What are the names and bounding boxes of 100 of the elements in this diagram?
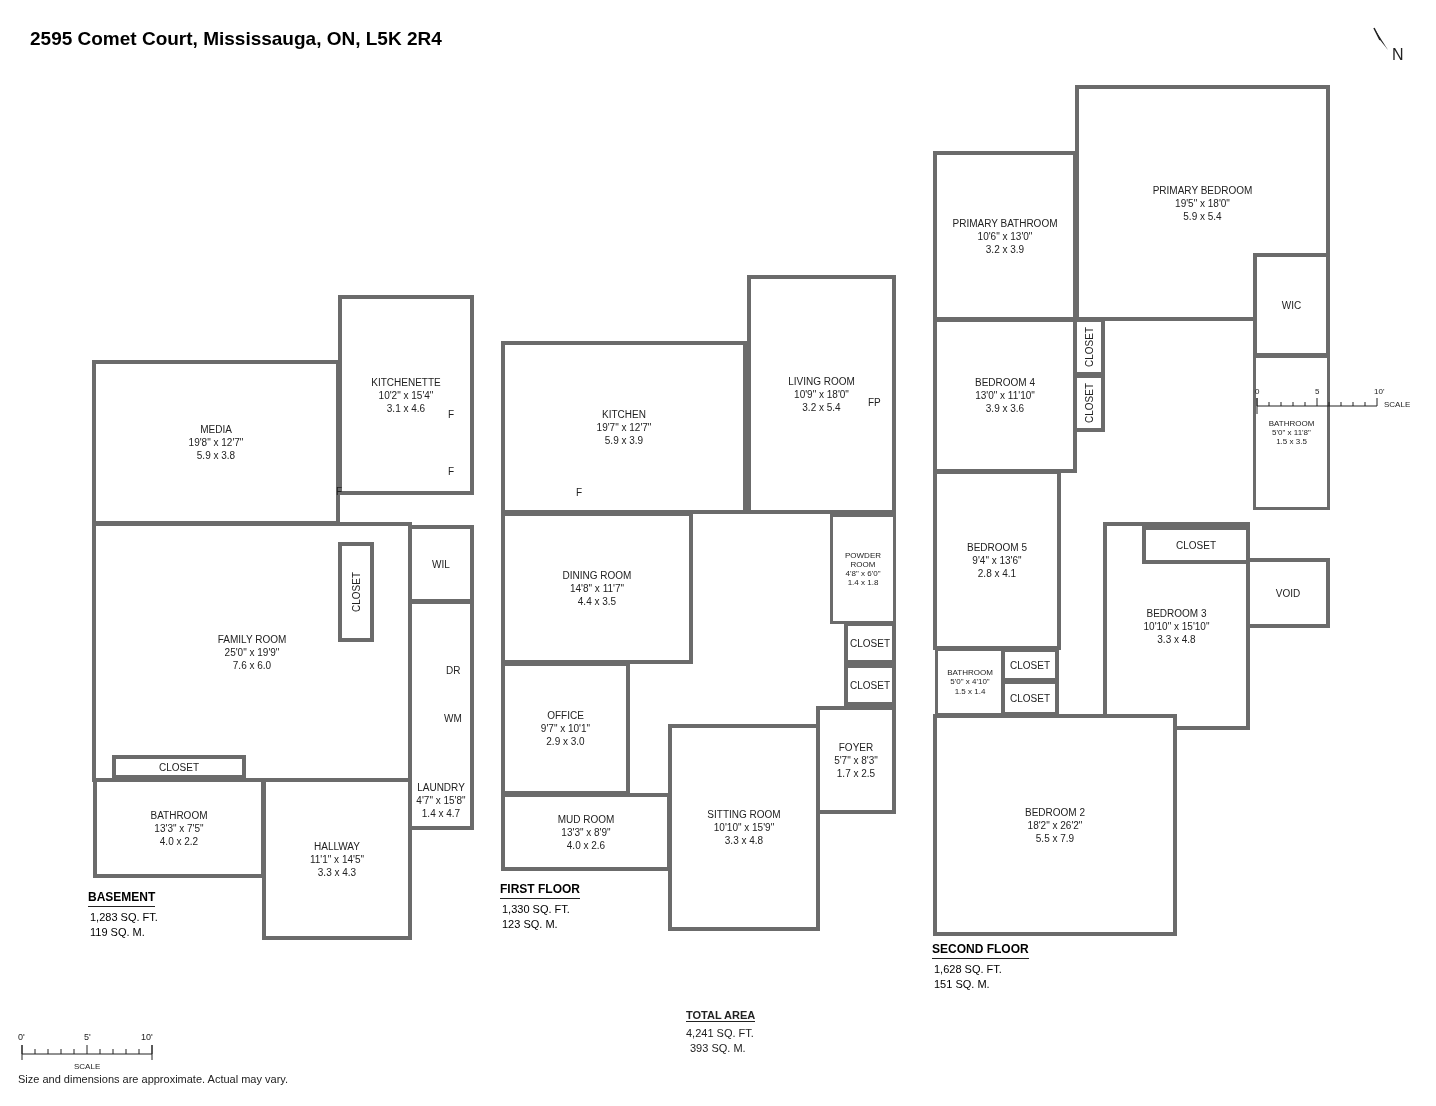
metric-dimensions: 3.2 x 5.4 — [802, 401, 841, 414]
room-name: WIC — [1281, 298, 1302, 312]
room — [112, 755, 246, 779]
room-name: CLOSET — [1176, 538, 1216, 552]
imperial-dimensions: 9'4" x 13'6" — [972, 553, 1022, 567]
room-name: LIVING ROOM — [788, 375, 855, 388]
room — [1253, 355, 1330, 510]
room — [1001, 680, 1059, 716]
imperial-dimensions: 5'0" x 4'10" — [950, 677, 990, 687]
room — [92, 522, 412, 782]
area-text: 1,283 SQ. FT. — [90, 911, 158, 923]
address-title: 2595 Comet Court, Mississauga, ON, L5K 2R4 — [30, 28, 442, 50]
room-name: CLOSET — [850, 678, 890, 692]
room — [844, 622, 896, 664]
room-name: CLOSET — [1082, 327, 1096, 367]
metric-dimensions: 3.3 x 4.3 — [317, 865, 357, 879]
scale-tick-label: 0' — [18, 1032, 25, 1042]
room-name: FAMILY ROOM — [217, 632, 287, 646]
room — [668, 724, 820, 931]
metric-dimensions: 5.9 x 3.8 — [196, 449, 236, 462]
room-name: DINING ROOM — [562, 568, 632, 582]
room — [933, 470, 1061, 650]
area-text: 1,330 SQ. FT. — [502, 903, 570, 915]
area-text: 1,628 SQ. FT. — [934, 963, 1002, 975]
room-name: MEDIA — [200, 423, 232, 436]
total-area-heading: TOTAL AREA — [686, 1009, 756, 1022]
room-name: CLOSET — [850, 636, 890, 650]
metric-dimensions: 5.9 x 5.4 — [1183, 209, 1222, 223]
appliance-label: F — [448, 409, 455, 420]
imperial-dimensions: 19'8" x 12'7" — [188, 436, 244, 449]
appliance-label: F — [336, 486, 343, 497]
area-text: 151 SQ. M. — [934, 978, 990, 990]
room — [338, 542, 374, 642]
imperial-dimensions: 13'3" x 8'9" — [561, 825, 611, 839]
imperial-dimensions: 14'8" x 11'7" — [569, 581, 625, 595]
appliance-label: WM — [444, 713, 462, 724]
imperial-dimensions: 19'5" x 18'0" — [1175, 196, 1230, 210]
area-text: 119 SQ. M. — [90, 926, 145, 938]
metric-dimensions: 4.0 x 2.6 — [566, 838, 606, 852]
metric-dimensions: 4.0 x 2.2 — [159, 834, 199, 848]
imperial-dimensions: 11'1" x 14'5" — [309, 852, 365, 866]
appliance-label: F — [576, 487, 583, 498]
fireplace-label: FP — [868, 397, 881, 408]
imperial-dimensions: 25'0" x 19'9" — [224, 645, 280, 659]
metric-dimensions: 5.9 x 3.9 — [604, 434, 644, 447]
metric-dimensions: 2.8 x 4.1 — [977, 566, 1017, 580]
metric-dimensions: 7.6 x 6.0 — [232, 658, 272, 672]
room-name: PRIMARY BATHROOM — [952, 216, 1058, 230]
metric-dimensions: 2.9 x 3.0 — [546, 735, 585, 748]
imperial-dimensions: 9'7" x 10'1" — [540, 722, 591, 735]
room-name: BEDROOM 3 — [1146, 606, 1207, 620]
metric-dimensions: 1.5 x 3.5 — [1276, 437, 1307, 447]
room — [933, 318, 1077, 473]
area-text: 393 SQ. M. — [690, 1042, 746, 1054]
room-name: CLOSET — [1010, 658, 1050, 672]
room — [501, 341, 747, 514]
imperial-dimensions: 5'7" x 8'3" — [834, 753, 878, 767]
room-name: KITCHENETTE — [371, 375, 441, 389]
room-name: BATHROOM — [150, 808, 208, 822]
room — [933, 151, 1077, 321]
room — [501, 793, 671, 871]
room-name: BEDROOM 2 — [1025, 805, 1085, 819]
room-name: VOID — [1275, 586, 1301, 600]
imperial-dimensions: 10'10" x 15'9" — [713, 821, 775, 834]
floor-heading: BASEMENT — [88, 890, 156, 907]
room-name: FOYER — [838, 740, 874, 754]
room-name: CLOSET — [349, 572, 363, 612]
scale-tick-label: 5' — [84, 1032, 91, 1042]
room-name: PRIMARY BEDROOM — [1152, 183, 1253, 197]
room-name: CLOSET — [1010, 691, 1050, 705]
metric-dimensions: 3.3 x 4.8 — [1157, 632, 1196, 646]
room — [1001, 648, 1059, 682]
scale-tick-label: 0 — [1255, 387, 1260, 396]
imperial-dimensions: 10'2" x 15'4" — [378, 388, 434, 402]
imperial-dimensions: 4'8" x 6'0" — [845, 569, 881, 579]
scale-tick-label: 10' — [1374, 387, 1385, 396]
room — [1253, 253, 1330, 357]
room — [501, 512, 693, 664]
metric-dimensions: 3.1 x 4.6 — [386, 401, 426, 415]
room — [338, 295, 474, 495]
room-name: KITCHEN — [602, 408, 646, 421]
room — [501, 662, 630, 795]
metric-dimensions: 1.4 x 4.7 — [421, 807, 461, 820]
metric-dimensions: 1.7 x 2.5 — [836, 766, 876, 780]
room-name: WIL — [432, 557, 450, 571]
imperial-dimensions: 4'7" x 15'8" — [416, 794, 466, 807]
imperial-dimensions: 18'2" x 26'2" — [1027, 818, 1083, 832]
room-name: HALLWAY — [314, 839, 360, 853]
room — [830, 514, 896, 624]
metric-dimensions: 3.2 x 3.9 — [985, 242, 1025, 256]
room — [1103, 522, 1250, 730]
metric-dimensions: 3.3 x 4.8 — [724, 834, 764, 847]
room — [92, 360, 340, 525]
room-name: LAUNDRY — [417, 781, 465, 794]
room-name: BATHROOM — [1268, 418, 1315, 428]
floor-heading: SECOND FLOOR — [932, 942, 1029, 959]
footnote: Size and dimensions are approximate. Actual may vary. — [18, 1073, 289, 1085]
floor-heading: FIRST FLOOR — [500, 882, 580, 899]
scale-tick-label: 10' — [141, 1032, 153, 1042]
appliance-label: F — [448, 466, 455, 477]
